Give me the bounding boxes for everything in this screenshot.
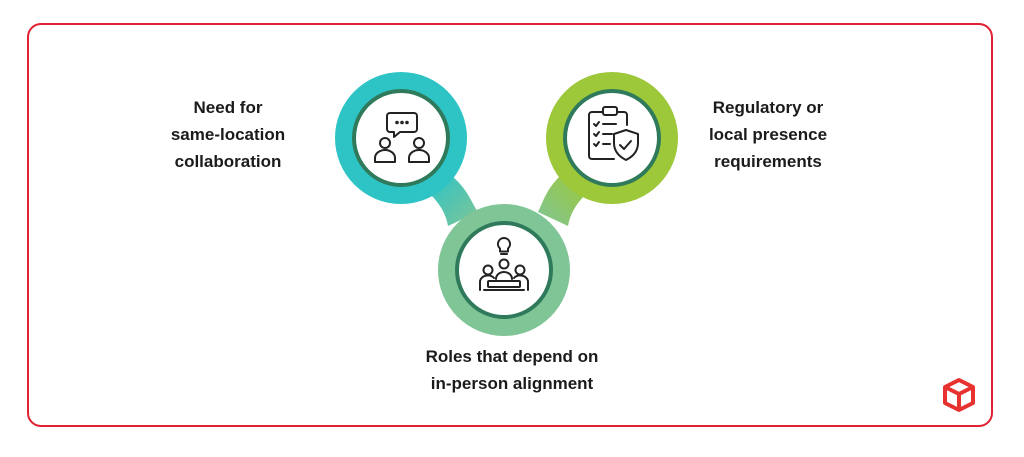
label-alignment: Roles that depend on in-person alignment [392,343,632,397]
people-chat-icon [374,112,430,163]
label-line: Roles that depend on [425,347,599,366]
label-collaboration: Need for same-location collaboration [148,94,308,175]
label-line: local presence [708,125,828,144]
label-line: collaboration [174,152,282,171]
label-line: requirements [714,152,822,171]
node-inner-regulatory [563,89,661,187]
label-line: Regulatory or [712,98,824,117]
label-line: in-person alignment [430,374,594,393]
label-regulatory: Regulatory or local presence requirement… [688,94,848,175]
node-inner-collaboration [352,89,450,187]
clipboard-shield-icon [588,106,639,161]
cube-logo [943,378,975,412]
node-inner-alignment [455,221,553,319]
team-meeting-lightbulb-icon [479,236,529,291]
label-line: same-location [170,125,286,144]
label-line: Need for [193,98,263,117]
